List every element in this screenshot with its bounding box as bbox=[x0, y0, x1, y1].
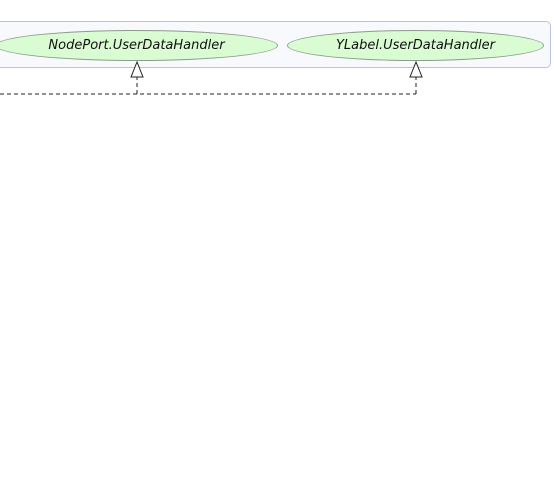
node-label: NodePort.UserDataHandler bbox=[48, 38, 225, 53]
arrowhead-node-b bbox=[409, 60, 423, 78]
node-ylabel-userdatahandler[interactable]: YLabel.UserDataHandler bbox=[287, 30, 544, 61]
arrowhead-node-a bbox=[130, 60, 144, 78]
node-label: YLabel.UserDataHandler bbox=[335, 38, 495, 53]
node-nodeport-userdatahandler[interactable]: NodePort.UserDataHandler bbox=[0, 30, 278, 61]
